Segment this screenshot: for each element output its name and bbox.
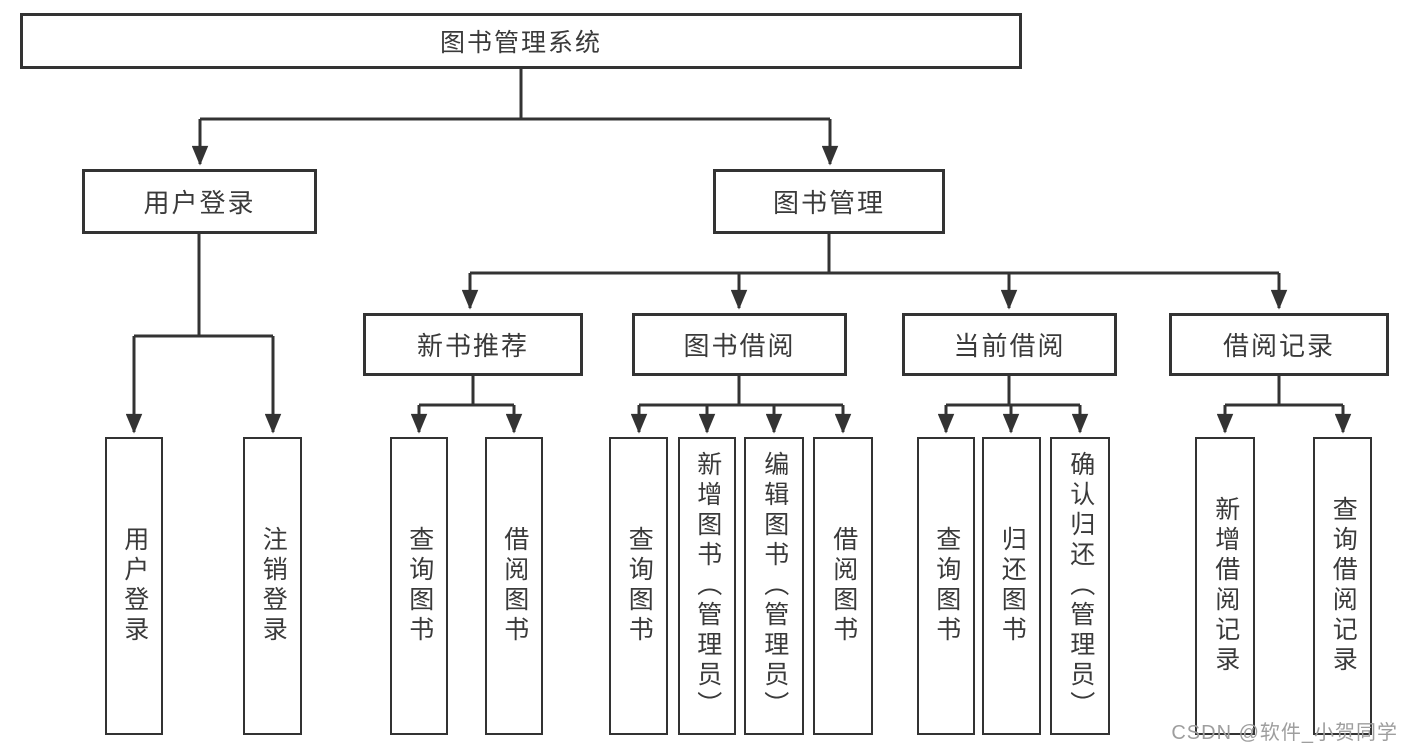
leaf-label: 用户登录: [120, 526, 149, 646]
node-book-borrowing: 图书借阅: [632, 313, 847, 376]
leaf-label: 注销登录: [259, 526, 288, 646]
leaf-add-books-admin: 新增图书（管理员）: [678, 437, 736, 735]
leaf-edit-books-admin: 编辑图书（管理员）: [744, 437, 804, 735]
leaf-logout: 注销登录: [243, 437, 302, 735]
leaf-label: 借阅图书: [500, 526, 529, 646]
node-user-login-branch: 用户登录: [82, 169, 317, 234]
leaf-add-borrow-record: 新增借阅记录: [1195, 437, 1255, 735]
node-current-borrowing: 当前借阅: [902, 313, 1117, 376]
leaf-borrow-books-recommend: 借阅图书: [485, 437, 543, 735]
leaf-label: 查询图书: [405, 526, 434, 646]
leaf-label: 新增图书（管理员）: [693, 451, 722, 721]
leaf-query-books-current: 查询图书: [917, 437, 975, 735]
leaf-label: 确认归还（管理员）: [1066, 451, 1095, 721]
leaf-label: 查询借阅记录: [1329, 496, 1358, 676]
csdn-watermark: CSDN @软件_小贺同学: [1171, 722, 1398, 744]
leaf-label: 查询图书: [932, 526, 961, 646]
leaf-label: 新增借阅记录: [1211, 496, 1240, 676]
leaf-label: 借阅图书: [829, 526, 858, 646]
node-borrowing-records: 借阅记录: [1169, 313, 1389, 376]
node-library-management-system: 图书管理系统: [20, 13, 1022, 69]
leaf-confirm-return-admin: 确认归还（管理员）: [1050, 437, 1110, 735]
leaf-query-borrow-record: 查询借阅记录: [1313, 437, 1372, 735]
leaf-label: 编辑图书（管理员）: [760, 451, 789, 721]
leaf-label: 归还图书: [998, 526, 1027, 646]
leaf-return-books: 归还图书: [982, 437, 1041, 735]
node-book-management-branch: 图书管理: [713, 169, 945, 234]
node-new-book-recommendation: 新书推荐: [363, 313, 583, 376]
leaf-query-books-borrowing: 查询图书: [609, 437, 668, 735]
leaf-query-books-recommend: 查询图书: [390, 437, 448, 735]
leaf-borrow-books-borrowing: 借阅图书: [813, 437, 873, 735]
leaf-label: 查询图书: [625, 526, 654, 646]
leaf-user-login: 用户登录: [105, 437, 163, 735]
